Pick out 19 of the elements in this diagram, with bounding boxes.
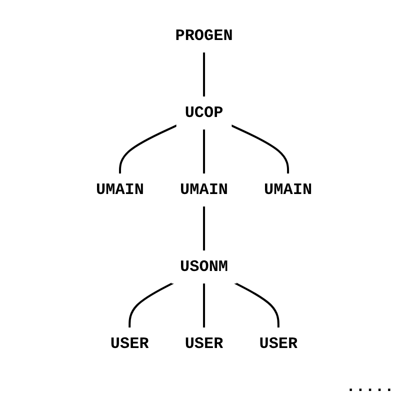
node-text: UMAIN [264,181,312,199]
node-text: USER [184,335,224,353]
ellipsis-note: ..... [346,378,394,396]
node-text: UMAIN [180,181,228,199]
node-text: UMAIN [96,181,144,199]
connector [203,283,205,328]
node-text: USONM [180,258,228,276]
connector [118,124,178,174]
connector [203,206,205,251]
node-text: PROGEN [175,27,233,45]
connector [230,124,289,174]
node-text: USER [259,335,298,353]
tree-diagram: PROGEN UCOP UMAIN UMAIN UMAIN USONM USER USER USER [80,0,328,380]
node-text: UCOP [184,104,224,122]
connector [128,282,174,328]
connector [203,129,205,174]
connector [203,52,205,97]
node-text: USER [110,335,149,353]
connector [234,282,280,328]
